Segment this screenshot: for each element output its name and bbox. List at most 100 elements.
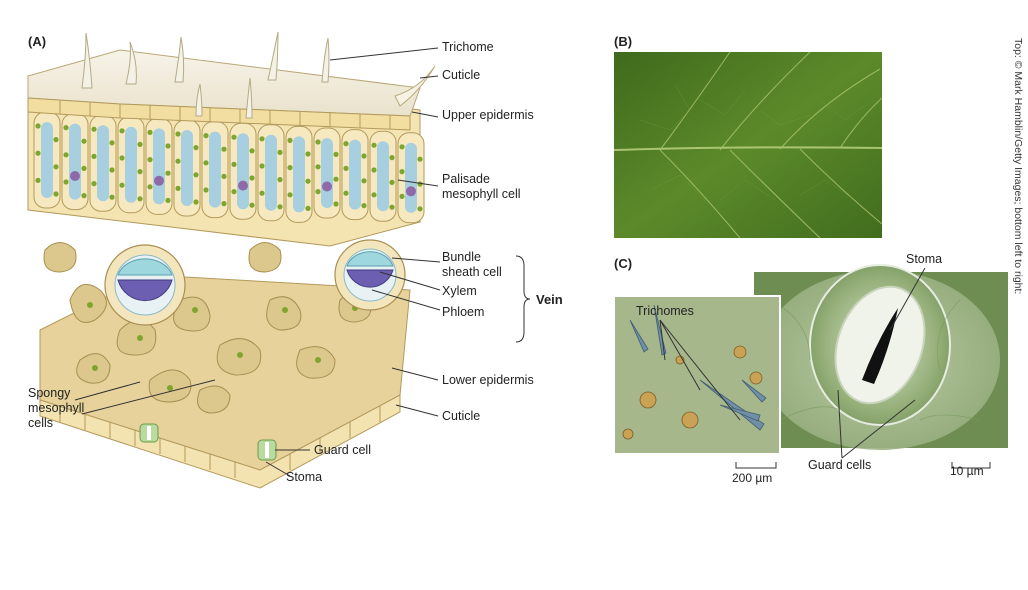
chloroplast (399, 144, 405, 150)
scale-bar-10um: 10 µm (950, 464, 984, 478)
scale-bar-200um: 200 µm (732, 471, 773, 485)
chloroplast (277, 204, 283, 210)
panel-label-c: (C) (614, 256, 633, 271)
chloroplast (63, 152, 69, 158)
chloroplast (333, 176, 339, 182)
chloroplast (315, 189, 321, 195)
chloroplast (193, 145, 199, 151)
label-cuticle-top: Cuticle (442, 68, 481, 82)
chloroplast (231, 134, 237, 140)
chloroplast (35, 177, 41, 183)
chloroplast (221, 173, 227, 179)
chloroplast (287, 192, 293, 198)
palisade-vacuole (125, 126, 137, 203)
label-upper-epidermis: Upper epidermis (442, 108, 534, 122)
chloroplast (53, 191, 59, 197)
chloroplast (333, 201, 339, 207)
label-stoma-a: Stoma (286, 470, 323, 484)
chloroplast (287, 137, 293, 143)
chloroplast (259, 136, 265, 142)
chloroplast (371, 167, 377, 173)
nucleus (322, 181, 332, 192)
chloroplast (305, 178, 311, 184)
palisade-vacuole (181, 130, 193, 206)
chloroplast (175, 158, 181, 164)
leaf-photo (613, 51, 883, 239)
label-guard-cell: Guard cell (314, 443, 371, 457)
label-spongy-line1: Spongy (28, 386, 71, 400)
chloroplast (389, 155, 395, 161)
chloroplast (119, 155, 125, 161)
chloroplast (147, 157, 153, 163)
chloroplast (165, 197, 171, 203)
label-vein: Vein (536, 292, 563, 307)
label-spongy-line2: mesophyll (28, 401, 85, 415)
chloroplast (119, 182, 125, 188)
chloroplast (343, 141, 349, 147)
label-spongy-line3: cells (28, 416, 54, 430)
palisade-cells (33, 111, 425, 224)
chloroplast (231, 161, 237, 167)
chloroplast (81, 165, 87, 171)
chloroplast (81, 138, 87, 144)
label-phloem: Phloem (442, 305, 485, 319)
label-lower-epidermis: Lower epidermis (442, 373, 534, 387)
photo-credit-text: Top: © Mark Hamblin/Getty Images; bottom… (1012, 38, 1024, 295)
chloroplast (389, 179, 395, 185)
nucleus (154, 175, 164, 186)
chloroplast (221, 146, 227, 152)
chloroplast (137, 141, 143, 147)
chloroplast (81, 193, 87, 199)
label-bundle-line2: sheath cell (442, 265, 502, 279)
chloroplast (203, 133, 209, 139)
chloroplast (109, 167, 115, 173)
label-trichomes: Trichomes (636, 304, 694, 318)
label-guard-cells: Guard cells (808, 458, 872, 472)
chloroplast (399, 193, 405, 199)
chloroplast (371, 192, 377, 198)
chloroplast (249, 148, 255, 154)
nucleus (406, 186, 416, 197)
palisade-vacuole (41, 122, 53, 198)
label-spongy: Spongy mesophyll cells (28, 386, 84, 431)
chloroplast (399, 169, 405, 175)
vein-right (334, 239, 406, 311)
chloroplast (259, 190, 265, 196)
chloroplast (175, 185, 181, 191)
chloroplast (203, 187, 209, 193)
label-bundle-sheath: Bundle sheath cell (442, 250, 502, 280)
chloroplast (137, 169, 143, 175)
trichomes (81, 31, 330, 119)
chloroplast (361, 178, 367, 184)
upper-epidermis-block (27, 49, 436, 131)
label-cuticle-bottom: Cuticle (442, 409, 481, 423)
palisade-vacuole (349, 139, 361, 210)
leader-lines-a (74, 47, 531, 477)
chloroplast (91, 181, 97, 187)
chloroplast (91, 126, 97, 132)
label-stoma-c: Stoma (906, 252, 943, 266)
chloroplast (147, 129, 153, 135)
photo-credit: Top: © Mark Hamblin/Getty Images; bottom… (1012, 38, 1026, 558)
label-xylem: Xylem (442, 284, 477, 298)
chloroplast (147, 184, 153, 190)
vein-left (104, 244, 186, 326)
palisade-vacuole (153, 128, 165, 205)
label-palisade-line1: Palisade (442, 172, 490, 186)
chloroplast (175, 131, 181, 137)
panel-label-a: (A) (28, 34, 47, 49)
nucleus (70, 171, 80, 181)
chloroplast (249, 175, 255, 181)
leader-lines-c (659, 267, 991, 469)
chloroplast (193, 172, 199, 178)
stoma-right (257, 439, 277, 461)
label-palisade: Palisade mesophyll cell (442, 172, 521, 202)
chloroplast (361, 203, 367, 209)
chloroplast (165, 170, 171, 176)
chloroplast (119, 128, 125, 134)
chloroplast (53, 164, 59, 170)
chloroplast (91, 153, 97, 159)
label-trichome: Trichome (442, 40, 494, 54)
palisade-vacuole (265, 134, 277, 211)
